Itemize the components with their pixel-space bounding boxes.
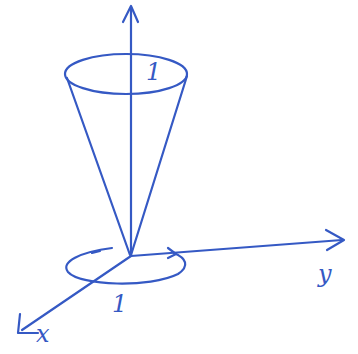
- axis-label: y: [318, 262, 332, 286]
- unit-circle-mark: [168, 248, 176, 258]
- z-arrowhead: [123, 6, 138, 22]
- radius-label: 1: [146, 60, 161, 84]
- radius-label: 1: [112, 292, 127, 316]
- cone-side: [67, 78, 130, 255]
- z-axis: [130, 8, 132, 256]
- cone-side: [131, 76, 187, 255]
- y-arrowhead: [326, 230, 344, 250]
- cone-top-circle: [65, 54, 187, 94]
- unit-circle: [66, 248, 185, 284]
- x-axis: [22, 256, 131, 330]
- unit-circle-mark: [92, 251, 100, 253]
- y-axis: [131, 240, 342, 256]
- axis-label: x: [36, 322, 50, 346]
- x-arrowhead: [18, 314, 38, 333]
